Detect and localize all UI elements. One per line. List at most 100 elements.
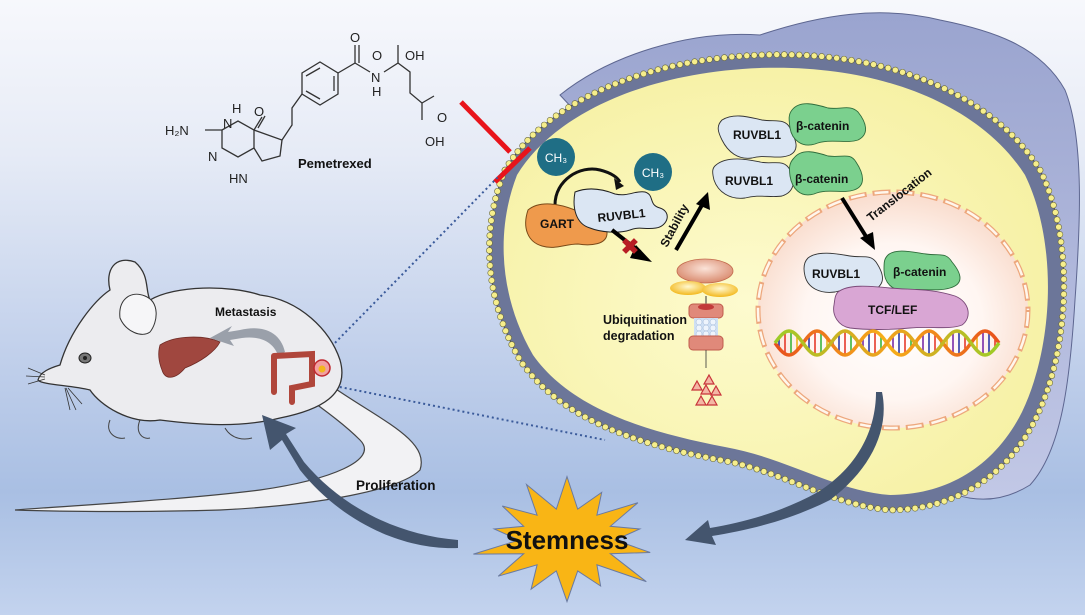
lipid-bead <box>973 103 981 111</box>
stemness-starburst <box>473 475 651 604</box>
lipid-bead <box>487 217 495 224</box>
lipid-bead <box>702 453 709 461</box>
lipid-bead <box>680 449 688 456</box>
lipid-bead <box>511 347 519 355</box>
atom-o-amide: O <box>350 30 360 45</box>
lipid-bead <box>855 58 863 65</box>
lipid-bead <box>499 320 507 328</box>
ruvbl1-methylated-label: RUVBL1 <box>597 206 647 225</box>
liver-icon <box>158 336 221 378</box>
lipid-bead <box>546 117 554 124</box>
lipid-bead <box>581 413 589 421</box>
lipid-bead <box>934 82 941 89</box>
lipid-bead <box>575 410 582 417</box>
lipid-bead <box>633 72 640 80</box>
lipid-bead <box>1017 440 1025 447</box>
lipid-bead <box>496 180 504 188</box>
lipid-bead <box>859 502 867 510</box>
lipid-bead <box>825 53 833 61</box>
lipid-bead <box>687 450 695 458</box>
lipid-bead <box>1041 393 1049 401</box>
inhibition-bar-icon <box>459 100 532 184</box>
lipid-bead <box>892 66 899 74</box>
lipid-bead <box>1058 245 1066 253</box>
lipid-bead <box>535 126 542 134</box>
metastasis-label: Metastasis <box>215 305 277 319</box>
lipid-bead <box>1050 365 1058 372</box>
lipid-bead <box>713 55 721 62</box>
atom-oh-acid1: OH <box>405 48 425 63</box>
lipid-bead <box>1059 305 1067 313</box>
lipid-bead <box>494 306 502 313</box>
lipid-bead <box>665 445 673 453</box>
lipid-bead <box>568 406 576 413</box>
lipid-bead <box>884 64 892 72</box>
lipid-bead <box>920 76 928 83</box>
lipid-bead <box>491 291 498 299</box>
lipid-bead <box>780 51 788 58</box>
lipid-bead <box>889 506 896 514</box>
lipid-bead <box>691 58 698 66</box>
lipid-bead <box>605 83 612 90</box>
methyl-label-2: CH₃ <box>642 166 664 180</box>
lipid-bead <box>833 54 840 62</box>
lipid-bead <box>979 107 987 115</box>
lipid-bead <box>550 393 558 400</box>
catenin-complex-2 <box>789 151 863 196</box>
atom-h-amide: H <box>372 84 381 99</box>
lipid-bead <box>735 52 743 60</box>
lipid-bead <box>899 68 906 76</box>
stemness-label: Stemness <box>506 525 629 555</box>
lipid-bead <box>651 441 658 449</box>
lipid-bead <box>760 468 768 475</box>
lipid-bead <box>717 456 724 464</box>
lipid-bead <box>489 284 497 292</box>
lipid-bead <box>1058 320 1066 328</box>
atom-h-ring: H <box>232 101 241 116</box>
lipid-bead <box>1056 335 1064 343</box>
lipid-bead <box>753 465 761 473</box>
atom-o-acid2: O <box>437 110 447 125</box>
lipid-bead <box>486 247 493 254</box>
lipid-bead <box>1052 209 1059 216</box>
lipid-bead <box>1038 400 1046 408</box>
lipid-bead <box>954 492 962 499</box>
translocation-arrow <box>840 196 869 240</box>
lipid-bead <box>1057 238 1065 246</box>
lipid-bead <box>904 505 911 513</box>
lipid-bead <box>565 104 572 111</box>
lipid-bead <box>1025 427 1033 435</box>
lipid-bead <box>1060 283 1068 291</box>
lipid-bead <box>974 481 982 489</box>
lipid-bead <box>1029 421 1037 428</box>
lipid-bead <box>591 89 599 97</box>
lipid-bead <box>1059 313 1066 320</box>
lipid-bead <box>919 503 926 511</box>
lipid-bead <box>862 59 870 67</box>
lipid-bead <box>765 51 773 59</box>
lipid-bead <box>494 187 501 195</box>
lipid-bead <box>539 383 546 390</box>
lipid-bead <box>562 402 570 409</box>
ruvbl1-complex-1-label: RUVBL1 <box>733 128 781 142</box>
lipid-bead <box>706 56 713 63</box>
atom-n-amide-label: N <box>371 70 380 85</box>
lipid-bead <box>874 505 882 512</box>
lipid-bead <box>852 500 860 508</box>
catenin-nuclear <box>883 250 961 291</box>
lipid-bead <box>683 59 691 67</box>
lipid-bead <box>1023 148 1031 156</box>
ruvbl1-complex-2 <box>712 158 794 199</box>
lipid-bead <box>774 473 782 480</box>
lipid-bead <box>781 475 789 483</box>
atom-n-ring-top: N <box>223 116 232 131</box>
lipid-bead <box>1032 160 1040 168</box>
lipid-bead <box>486 232 494 239</box>
atom-n-ring-bottom: N <box>208 149 217 164</box>
lipid-bead <box>1032 414 1040 422</box>
lipid-bead <box>940 497 948 505</box>
lipid-bead <box>637 437 644 444</box>
lipid-bead <box>867 504 874 511</box>
proliferation-arrow <box>262 415 458 549</box>
